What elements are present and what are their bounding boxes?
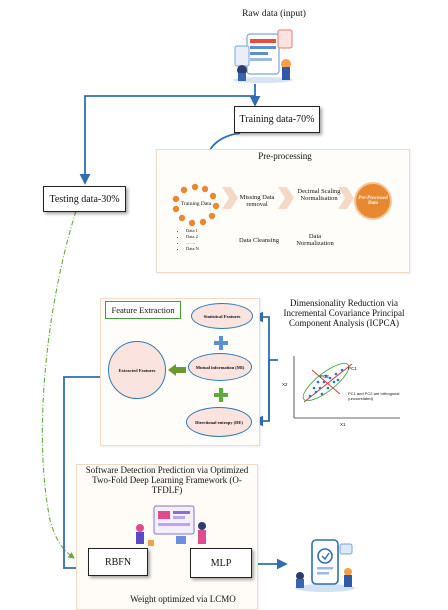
preprocessed-data-label: Pre-Processed Data — [358, 195, 388, 207]
directional-entropy-label: Directional entropy (DE) — [195, 419, 243, 425]
prediction-title: Software Detection Prediction via Optimi… — [85, 465, 249, 495]
data-list-item: Data 1 — [186, 228, 199, 234]
chevron-icon — [222, 187, 238, 209]
raw-data-icon — [230, 26, 296, 84]
data-list-item: Data N — [186, 246, 199, 252]
feature-extraction-title: Feature Extraction — [111, 305, 175, 315]
plus-icon — [214, 388, 228, 402]
missing-data-removal-label: Missing Data removal — [239, 194, 275, 209]
data-cleansing-caption: Data Cleansing — [239, 237, 279, 244]
directional-entropy-node[interactable]: Directional entropy (DE) — [186, 407, 252, 437]
mlp-box[interactable]: MLP — [190, 548, 252, 578]
x2-axis-label: X2 — [282, 382, 288, 387]
training-data-box[interactable]: Training data-70% — [234, 106, 320, 133]
data-list: Data 1 Data 2 ........ Data N — [178, 228, 199, 252]
icpca-title: Dimensionality Reduction via Incremental… — [283, 298, 405, 328]
mutual-information-label: Mutual information (MI) — [195, 364, 245, 370]
extracted-features-label: Extracted Features — [118, 367, 156, 373]
statistical-features-node[interactable]: Statistical Features — [191, 303, 253, 329]
testing-data-box[interactable]: Testing data-30% — [43, 186, 126, 212]
chevron-icon — [278, 187, 294, 209]
decimal-scaling-label: Decimal Scaling Normalisation — [297, 188, 341, 203]
mlp-label: MLP — [210, 557, 232, 569]
chevron-icon — [338, 187, 354, 209]
data-list-item: Data 2 — [186, 234, 199, 240]
feature-extraction-title-box: Feature Extraction — [105, 301, 181, 319]
training-data-label: Training data-70% — [239, 114, 315, 125]
arrow-testing-to-rbfn — [41, 210, 77, 559]
x1-axis-label: X1 — [340, 422, 346, 427]
training-data-circle-icon — [170, 181, 220, 227]
extracted-features-node[interactable]: Extracted Features — [108, 341, 166, 399]
deep-learning-illustration-icon — [130, 504, 210, 548]
statistical-features-label: Statistical Features — [203, 313, 241, 319]
pc1-label: PC1 — [348, 366, 357, 371]
testing-data-label: Testing data-30% — [49, 193, 120, 205]
data-list-item: ........ — [186, 240, 199, 246]
preprocessing-panel — [156, 149, 410, 273]
mutual-information-node[interactable]: Mutual information (MI) — [188, 353, 252, 381]
arrow-split-to-testing — [79, 95, 255, 185]
raw-data-label: Raw data (input) — [242, 9, 306, 19]
preprocessed-data-node[interactable]: Pre-Processed Data — [354, 182, 392, 220]
rbfn-box[interactable]: RBFN — [88, 548, 148, 576]
pca-note: PC1 and PC2 are orthogonal (uncorrelated… — [348, 391, 400, 401]
training-data-caption: Training Data — [180, 201, 212, 207]
pca-scatter-plot: PC2 PC1 PC1 and PC2 are orthogonal (unco… — [280, 352, 406, 430]
rbfn-label: RBFN — [104, 556, 132, 568]
plus-icon — [214, 336, 228, 350]
arrow-extracted-to-rbfn — [63, 376, 108, 574]
data-normalization-caption: Data Normalization — [296, 233, 334, 248]
preprocessing-title: Pre-processing — [258, 151, 312, 161]
weight-optimized-label: Weight optimized via LCMO — [130, 594, 236, 604]
left-arrow-icon — [168, 364, 186, 376]
pc2-label: PC2 — [320, 374, 329, 379]
prediction-output-icon — [292, 536, 358, 594]
